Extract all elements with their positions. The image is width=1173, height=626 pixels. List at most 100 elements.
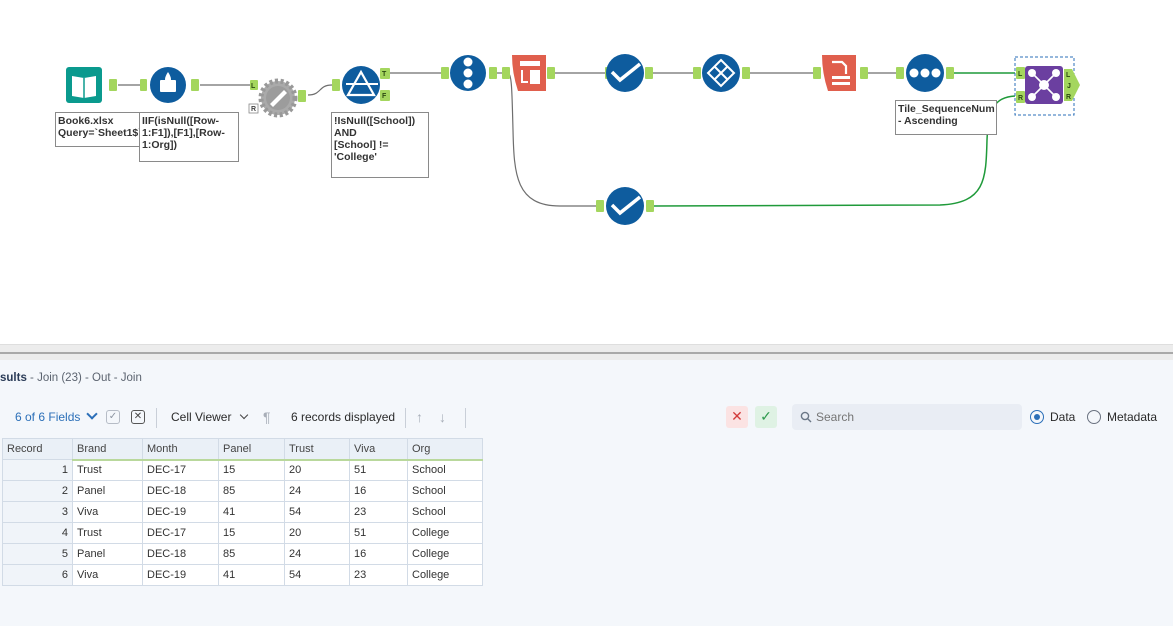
results-title-label: sults xyxy=(0,372,27,384)
cell-record[interactable]: 5 xyxy=(2,543,73,565)
sort-up-icon[interactable]: ↑ xyxy=(416,409,423,425)
cell-viewer-label: Cell Viewer xyxy=(171,410,232,424)
cell-org[interactable]: College xyxy=(407,543,483,565)
cell-brand[interactable]: Trust xyxy=(72,459,143,481)
table-row[interactable]: 5 Panel DEC-18 85 24 16 College xyxy=(2,543,483,565)
chevron-down-icon xyxy=(86,408,98,420)
cell-panel[interactable]: 41 xyxy=(218,501,285,523)
table-row[interactable]: 1 Trust DEC-17 15 20 51 School xyxy=(2,459,483,481)
cell-trust[interactable]: 20 xyxy=(284,522,350,544)
formula-tool xyxy=(140,67,199,103)
anchor-label-multirow-left: L xyxy=(251,83,256,90)
transpose-tool xyxy=(693,54,750,92)
workflow-canvas[interactable]: L R T F L R L J R Book6.xlsx Query=`Shee… xyxy=(0,0,1173,344)
cell-record[interactable]: 4 xyxy=(2,522,73,544)
column-header-panel[interactable]: Panel xyxy=(218,438,285,461)
header-row: Record Brand Month Panel Trust Viva Org xyxy=(2,438,483,461)
cell-panel[interactable]: 15 xyxy=(218,459,285,481)
anchor-label-multirow-right: R xyxy=(251,106,256,113)
cell-month[interactable]: DEC-19 xyxy=(142,564,219,586)
data-radio-label: Data xyxy=(1050,410,1076,424)
anchor-label-filter-true: T xyxy=(382,71,387,78)
cell-viva[interactable]: 23 xyxy=(349,501,408,523)
cell-month[interactable]: DEC-18 xyxy=(142,543,219,565)
filter-annotation: !IsNull([School]) AND [School] != 'Colle… xyxy=(331,112,429,178)
column-header-org[interactable]: Org xyxy=(407,438,483,461)
results-title: sults - Join (23) - Out - Join xyxy=(0,368,142,388)
apply-filter-icon[interactable]: ✓ xyxy=(755,406,777,428)
cell-trust[interactable]: 24 xyxy=(284,543,350,565)
anchor-label-join-out-left: L xyxy=(1066,72,1071,79)
cell-panel[interactable]: 85 xyxy=(218,480,285,502)
column-header-brand[interactable]: Brand xyxy=(72,438,143,461)
cell-brand[interactable]: Viva xyxy=(72,501,143,523)
cell-viva[interactable]: 51 xyxy=(349,522,408,544)
cell-trust[interactable]: 20 xyxy=(284,459,350,481)
sort-down-icon[interactable]: ↓ xyxy=(439,409,446,425)
cell-brand[interactable]: Trust xyxy=(72,522,143,544)
cell-viewer-dropdown[interactable]: Cell Viewer xyxy=(171,398,249,436)
cell-brand[interactable]: Viva xyxy=(72,564,143,586)
column-header-trust[interactable]: Trust xyxy=(284,438,350,461)
search-input[interactable] xyxy=(816,408,1012,426)
cell-brand[interactable]: Panel xyxy=(72,480,143,502)
workflow-diagram: L R T F L R L J R xyxy=(66,54,1080,225)
data-radio[interactable] xyxy=(1030,410,1044,424)
metadata-radio[interactable] xyxy=(1087,410,1101,424)
cell-org[interactable]: School xyxy=(407,501,483,523)
connection-select2-join-right xyxy=(653,95,1016,207)
cell-viva[interactable]: 16 xyxy=(349,480,408,502)
pilcrow-icon[interactable]: ¶ xyxy=(263,409,271,425)
join-tool xyxy=(1014,56,1080,116)
cell-month[interactable]: DEC-17 xyxy=(142,459,219,481)
select-tool-2 xyxy=(596,187,654,225)
cell-org[interactable]: School xyxy=(407,480,483,502)
cell-month[interactable]: DEC-18 xyxy=(142,480,219,502)
connection-multirow-filter xyxy=(307,84,333,96)
filter-tool xyxy=(332,66,390,104)
cell-month[interactable]: DEC-17 xyxy=(142,522,219,544)
results-title-context: - Join (23) - Out - Join xyxy=(26,372,142,384)
fields-dropdown[interactable]: 6 of 6 Fields xyxy=(15,398,98,436)
deselect-all-icon[interactable]: ✕ xyxy=(131,410,145,424)
column-header-month[interactable]: Month xyxy=(142,438,219,461)
sort-annotation: Tile_SequenceNum - Ascending xyxy=(895,100,997,135)
cell-org[interactable]: College xyxy=(407,564,483,586)
cell-trust[interactable]: 54 xyxy=(284,564,350,586)
table-row[interactable]: 2 Panel DEC-18 85 24 16 School xyxy=(2,480,483,502)
anchor-label-join-out-join: J xyxy=(1067,83,1071,90)
cell-trust[interactable]: 24 xyxy=(284,480,350,502)
dynamic-rename-tool xyxy=(813,55,868,91)
cell-brand[interactable]: Panel xyxy=(72,543,143,565)
results-panel: sults - Join (23) - Out - Join 6 of 6 Fi… xyxy=(0,360,1173,626)
panel-splitter[interactable] xyxy=(0,344,1173,360)
cell-panel[interactable]: 85 xyxy=(218,543,285,565)
results-toolbar: 6 of 6 Fields ✓ ✕ Cell Viewer ¶ 6 record… xyxy=(0,398,1173,436)
table-row[interactable]: 3 Viva DEC-19 41 54 23 School xyxy=(2,501,483,523)
cell-org[interactable]: College xyxy=(407,522,483,544)
cell-panel[interactable]: 41 xyxy=(218,564,285,586)
cell-record[interactable]: 2 xyxy=(2,480,73,502)
table-row[interactable]: 4 Trust DEC-17 15 20 51 College xyxy=(2,522,483,544)
cell-trust[interactable]: 54 xyxy=(284,501,350,523)
record-id-tool xyxy=(441,55,497,91)
column-header-record[interactable]: Record xyxy=(2,438,73,460)
cell-record[interactable]: 6 xyxy=(2,564,73,586)
clear-filter-icon[interactable]: ✕ xyxy=(726,406,748,428)
search-box xyxy=(792,404,1022,430)
input-annotation: Book6.xlsx Query=`Sheet1$` xyxy=(55,112,149,147)
cell-org[interactable]: School xyxy=(407,459,483,481)
cell-record[interactable]: 1 xyxy=(2,459,73,481)
cell-viva[interactable]: 23 xyxy=(349,564,408,586)
cell-record[interactable]: 3 xyxy=(2,501,73,523)
cell-viva[interactable]: 16 xyxy=(349,543,408,565)
cell-month[interactable]: DEC-19 xyxy=(142,501,219,523)
records-count: 6 records displayed xyxy=(291,410,396,424)
cell-viva[interactable]: 51 xyxy=(349,459,408,481)
table-row[interactable]: 6 Viva DEC-19 41 54 23 College xyxy=(2,564,483,586)
cross-tab-tool xyxy=(502,55,555,91)
anchor-label-filter-false: F xyxy=(382,93,387,100)
column-header-viva[interactable]: Viva xyxy=(349,438,408,461)
select-all-icon[interactable]: ✓ xyxy=(106,410,120,424)
cell-panel[interactable]: 15 xyxy=(218,522,285,544)
